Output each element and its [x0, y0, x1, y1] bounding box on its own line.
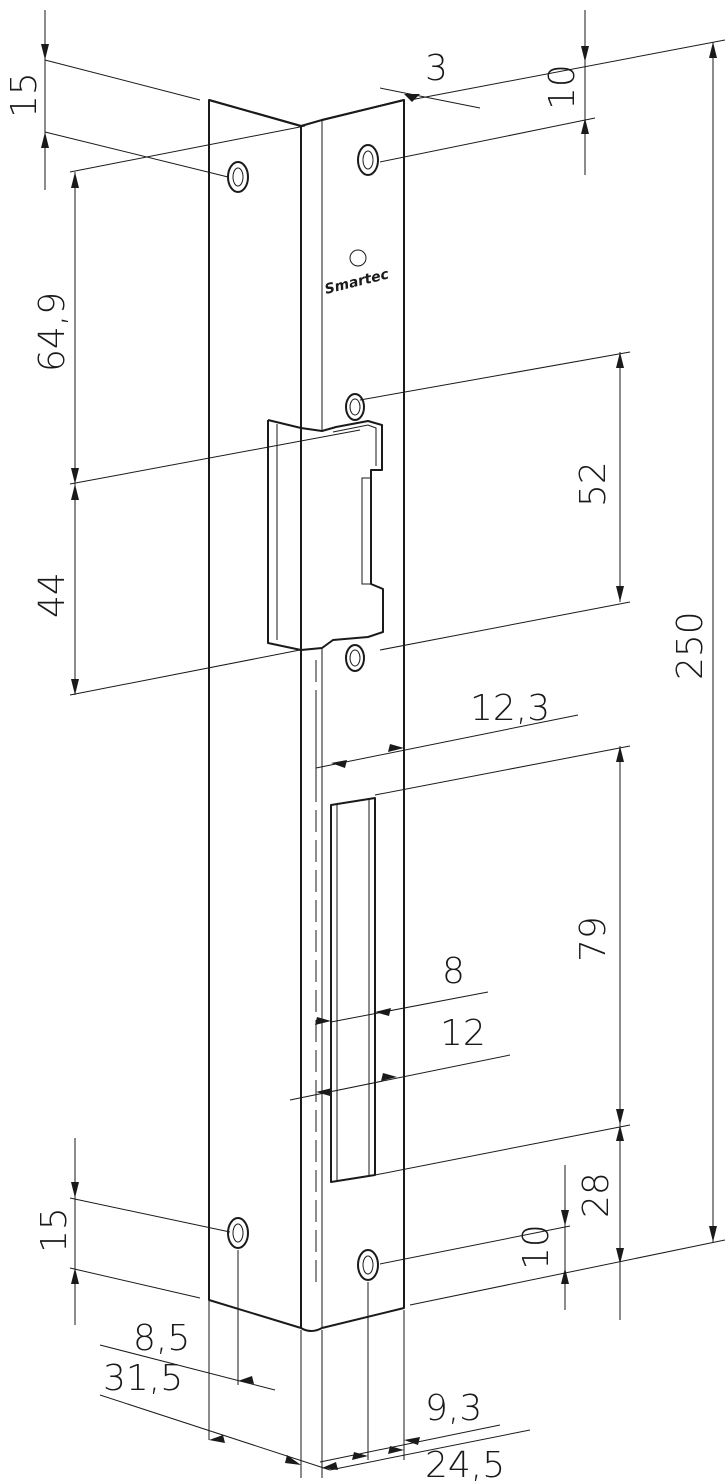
- dim-slot-width: 8: [442, 951, 465, 992]
- dim-hole-offset-right-top: 10: [542, 64, 583, 110]
- brand-logo-text: Smartec: [323, 266, 391, 298]
- mounting-hole-top-right: [357, 144, 379, 176]
- dim-hole-to-opening: 64,9: [32, 292, 73, 372]
- mounting-hole-bottom-right: [357, 1249, 379, 1281]
- mounting-hole-bottom-left: [227, 1217, 249, 1249]
- brand-logo: Smartec: [323, 249, 391, 298]
- dim-left-hole-edge: 8,5: [133, 1318, 190, 1359]
- top-edge: [208, 99, 405, 127]
- dim-opening-height: 52: [573, 461, 614, 507]
- dim-opening-section: 44: [32, 572, 73, 618]
- dimension-labels: 15 3 10 64,9 44 52 250 12,3 79 8 12 28 1…: [4, 48, 711, 1482]
- dim-right-flange-width: 24,5: [425, 1445, 505, 1482]
- dim-lip-depth: 12,3: [470, 688, 550, 729]
- left-flange-outline: [208, 99, 302, 1329]
- right-flange-outline: [321, 99, 405, 1329]
- bend-corner: [300, 1327, 323, 1332]
- dim-slot-bottom-offset: 28: [576, 1172, 617, 1218]
- mounting-hole-mid-lower: [345, 644, 365, 672]
- mounting-hole-top-left: [227, 161, 249, 193]
- latch-opening: [267, 419, 384, 651]
- dim-left-flange-width: 31,5: [103, 1358, 183, 1399]
- dim-slot-length: 79: [573, 916, 614, 962]
- dim-hole-offset-right-bottom: 10: [516, 1224, 557, 1270]
- slot: [330, 797, 376, 1183]
- dim-overall-length: 250: [670, 611, 711, 680]
- mounting-hole-mid-upper: [345, 393, 365, 421]
- dim-slot-offset: 12: [440, 1013, 486, 1054]
- dim-right-hole-edge: 9,3: [425, 1388, 482, 1429]
- dim-top-hole-offset: 15: [4, 72, 45, 118]
- strike-plate: Smartec: [208, 99, 405, 1332]
- dim-bottom-hole-offset: 15: [34, 1207, 75, 1253]
- dimension-lines: [41, 10, 725, 1478]
- dim-edge-return: 3: [425, 48, 448, 89]
